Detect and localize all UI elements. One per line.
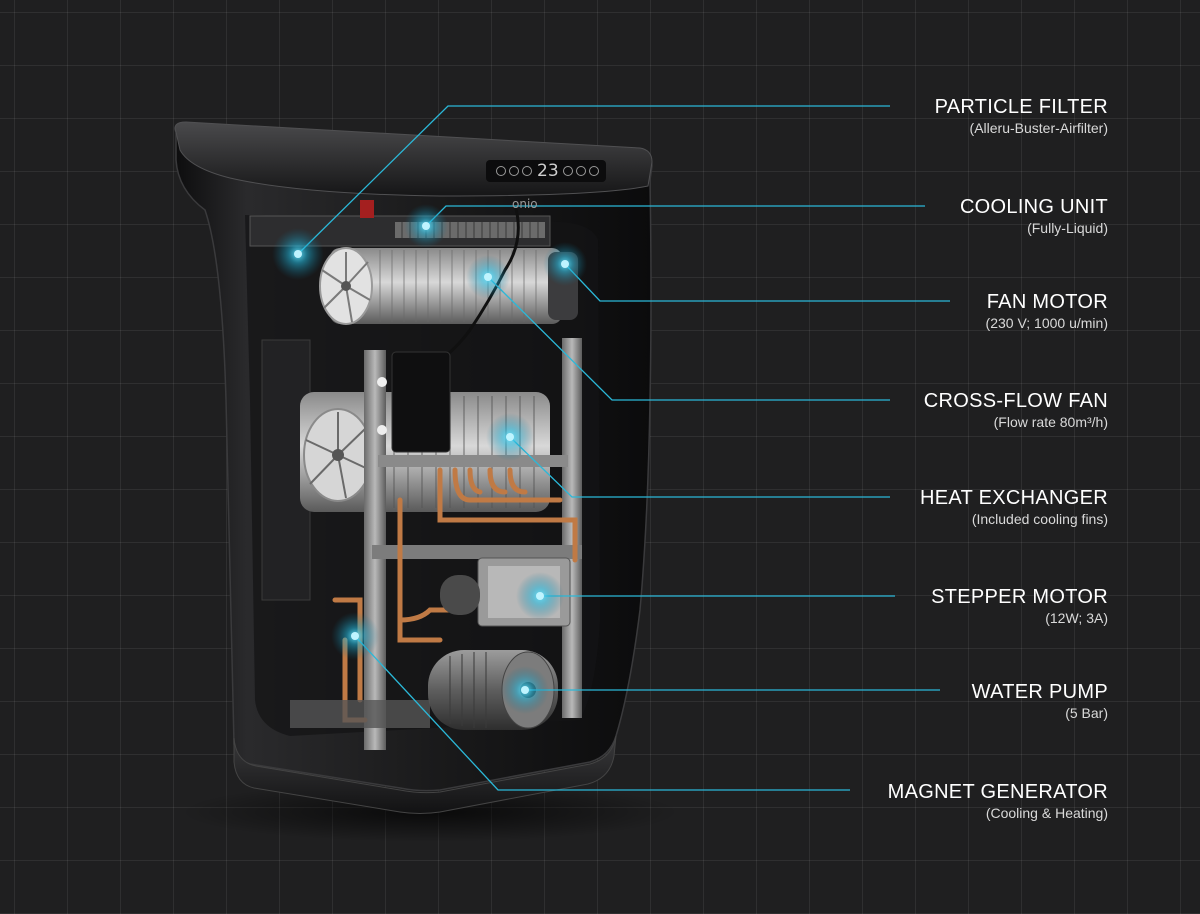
control-button-icon [563, 166, 573, 176]
node-dot [561, 260, 569, 268]
lower-frame [290, 700, 430, 728]
callout-title: STEPPER MOTOR [931, 586, 1108, 608]
leader-lines [297, 105, 950, 791]
brand-logo: onio [512, 197, 538, 211]
control-button-icon [576, 166, 586, 176]
callout-title: WATER PUMP [971, 681, 1108, 703]
callout-subtitle: (Flow rate 80m³/h) [993, 414, 1108, 430]
callout-subtitle: (Fully-Liquid) [1027, 220, 1108, 236]
callout-title: MAGNET GENERATOR [887, 781, 1108, 803]
callout-fan-motor: FAN MOTOR (230 V; 1000 u/min) [986, 290, 1108, 332]
rail-bolt [377, 377, 387, 387]
callout-title: COOLING UNIT [959, 196, 1108, 218]
frame-bar [372, 545, 582, 559]
node-dot [506, 433, 514, 441]
display-reading: 23 [537, 161, 559, 181]
node-dot [521, 686, 529, 694]
callout-subtitle: (230 V; 1000 u/min) [985, 315, 1108, 331]
red-wire-connector [360, 200, 374, 218]
callout-magnet-generator: MAGNET GENERATOR (Cooling & Heating) [888, 780, 1108, 822]
callout-title: PARTICLE FILTER [934, 96, 1108, 118]
glow-nodes [272, 204, 587, 714]
node-dot [294, 250, 302, 258]
leader-cross-flow-fan [487, 276, 890, 401]
callout-water-pump: WATER PUMP (5 Bar) [972, 680, 1108, 722]
callout-subtitle: (Included cooling fins) [971, 511, 1108, 527]
node-dot [484, 273, 492, 281]
device-base [233, 735, 617, 814]
callout-heat-exchanger: HEAT EXCHANGER (Included cooling fins) [920, 486, 1108, 528]
leader-particle-filter [297, 105, 890, 255]
control-box [391, 351, 451, 453]
callout-particle-filter: PARTICLE FILTER (Alleru-Buster-Airfilter… [935, 95, 1108, 137]
callout-subtitle: (Alleru-Buster-Airfilter) [969, 120, 1108, 136]
control-button-icon [496, 166, 506, 176]
callout-cross-flow-fan: CROSS-FLOW FAN (Flow rate 80m³/h) [924, 389, 1108, 431]
control-button-icon [589, 166, 599, 176]
node-dot [536, 592, 544, 600]
right-rail [562, 338, 582, 718]
control-button-icon [509, 166, 519, 176]
water-pump-fins [449, 652, 487, 728]
node-dot [422, 222, 430, 230]
leader-magnet-generator [354, 635, 850, 791]
top-fan-hub [341, 281, 351, 291]
leader-heat-exchanger [509, 436, 890, 498]
stepper-motor-shaft-housing [440, 575, 480, 615]
rail-bolt [377, 425, 387, 435]
control-button-icon [522, 166, 532, 176]
lower-fan-hub [332, 449, 344, 461]
callout-subtitle: (5 Bar) [1065, 705, 1108, 721]
callout-title: FAN MOTOR [986, 291, 1108, 313]
callout-subtitle: (Cooling & Heating) [985, 805, 1108, 821]
callout-cooling-unit: COOLING UNIT (Fully-Liquid) [960, 195, 1108, 237]
callout-stepper-motor: STEPPER MOTOR (12W; 3A) [931, 585, 1108, 627]
callout-subtitle: (12W; 3A) [1045, 610, 1108, 626]
callout-title: CROSS-FLOW FAN [923, 390, 1108, 412]
callout-title: HEAT EXCHANGER [920, 487, 1108, 509]
node-dot [351, 632, 359, 640]
control-panel [486, 160, 606, 182]
